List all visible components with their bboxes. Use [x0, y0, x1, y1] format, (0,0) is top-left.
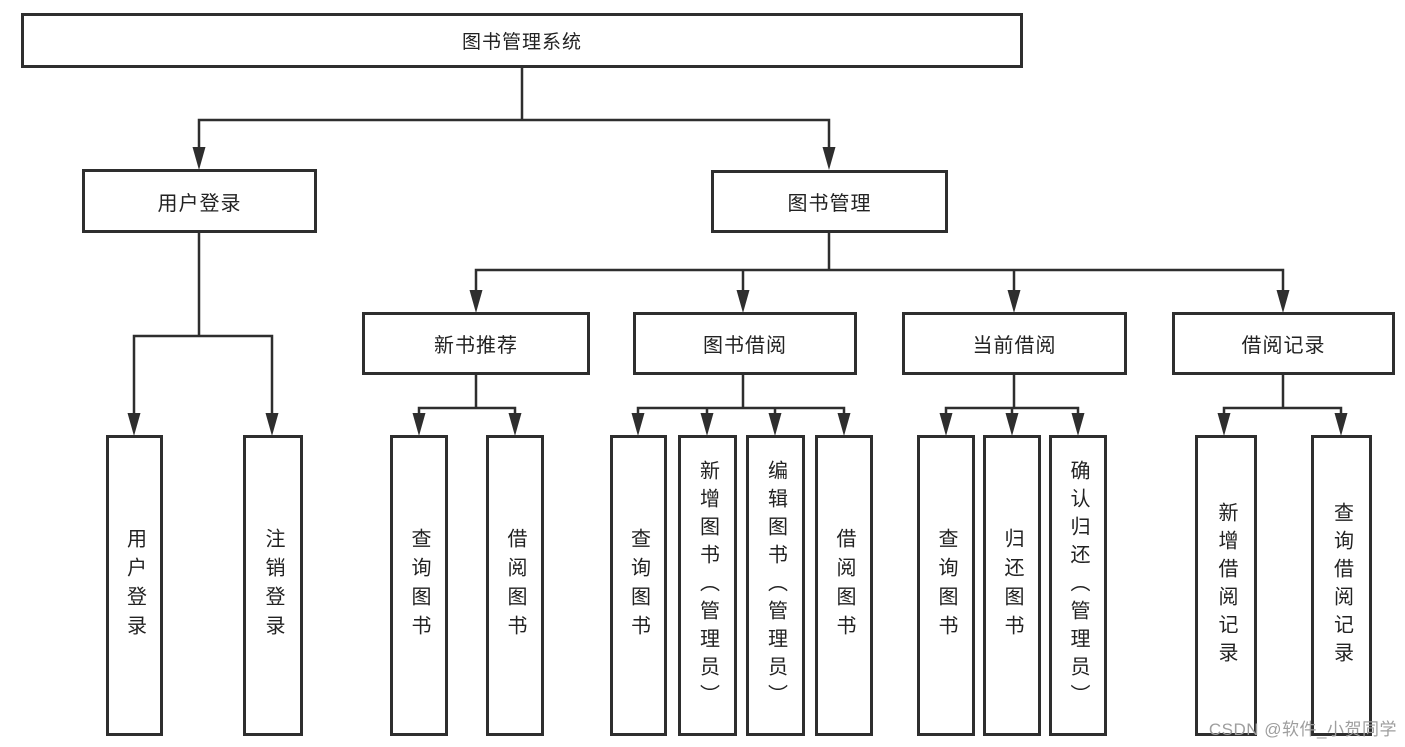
arrowhead-icon: [822, 147, 836, 170]
arrowhead-icon: [1217, 413, 1231, 436]
leaf-query-book: 查询图书: [390, 435, 448, 736]
leaf-logout: 注销登录: [243, 435, 303, 736]
leaf-query-book: 查询图书: [610, 435, 667, 736]
arrowhead-icon: [265, 413, 279, 436]
node-current-borrow: 当前借阅: [902, 312, 1127, 375]
connector-user-login-to-leaves: [132, 233, 274, 415]
node-book-management: 图书管理: [711, 170, 948, 233]
connector-new-books-to-leaves: [417, 375, 517, 416]
leaf-borrow-book: 借阅图书: [486, 435, 544, 736]
arrowhead-icon: [412, 413, 426, 436]
node-new-book-recommend: 新书推荐: [362, 312, 590, 375]
leaf-add-borrow-record: 新增借阅记录: [1195, 435, 1257, 736]
csdn-watermark: CSDN @软件_小贺同学: [1208, 720, 1397, 739]
arrowhead-icon: [631, 413, 645, 436]
leaf-query-book: 查询图书: [917, 435, 975, 736]
arrowhead-icon: [837, 413, 851, 436]
arrowhead-icon: [700, 413, 714, 436]
connector-book-borrow-to-leaves: [636, 375, 846, 416]
leaf-confirm-return-admin: 确认归还（管理员）: [1049, 435, 1107, 736]
arrowhead-icon: [1007, 290, 1021, 313]
connector-lines: [132, 68, 1343, 416]
node-borrow-records: 借阅记录: [1172, 312, 1395, 375]
connector-root-to-level2: [197, 68, 831, 149]
node-user-login: 用户登录: [82, 169, 317, 233]
connector-book-mgmt-to-level3: [474, 233, 1285, 292]
arrowheads: [127, 147, 1348, 436]
arrowhead-icon: [736, 290, 750, 313]
connector-current-borrow-to-leaves: [944, 375, 1080, 416]
node-root-library-system: 图书管理系统: [21, 13, 1023, 68]
connector-borrow-records-to-leaves: [1222, 375, 1343, 416]
arrowhead-icon: [1276, 290, 1290, 313]
arrowhead-icon: [192, 147, 206, 170]
leaf-add-book-admin: 新增图书（管理员）: [678, 435, 737, 736]
leaf-query-borrow-record: 查询借阅记录: [1311, 435, 1372, 736]
arrowhead-icon: [939, 413, 953, 436]
arrowhead-icon: [508, 413, 522, 436]
arrowhead-icon: [127, 413, 141, 436]
arrowhead-icon: [469, 290, 483, 313]
leaf-user-login: 用户登录: [106, 435, 163, 736]
leaf-return-book: 归还图书: [983, 435, 1041, 736]
arrowhead-icon: [1334, 413, 1348, 436]
arrowhead-icon: [1071, 413, 1085, 436]
leaf-edit-book-admin: 编辑图书（管理员）: [746, 435, 805, 736]
leaf-borrow-book: 借阅图书: [815, 435, 873, 736]
node-book-borrow: 图书借阅: [633, 312, 857, 375]
arrowhead-icon: [1005, 413, 1019, 436]
arrowhead-icon: [768, 413, 782, 436]
